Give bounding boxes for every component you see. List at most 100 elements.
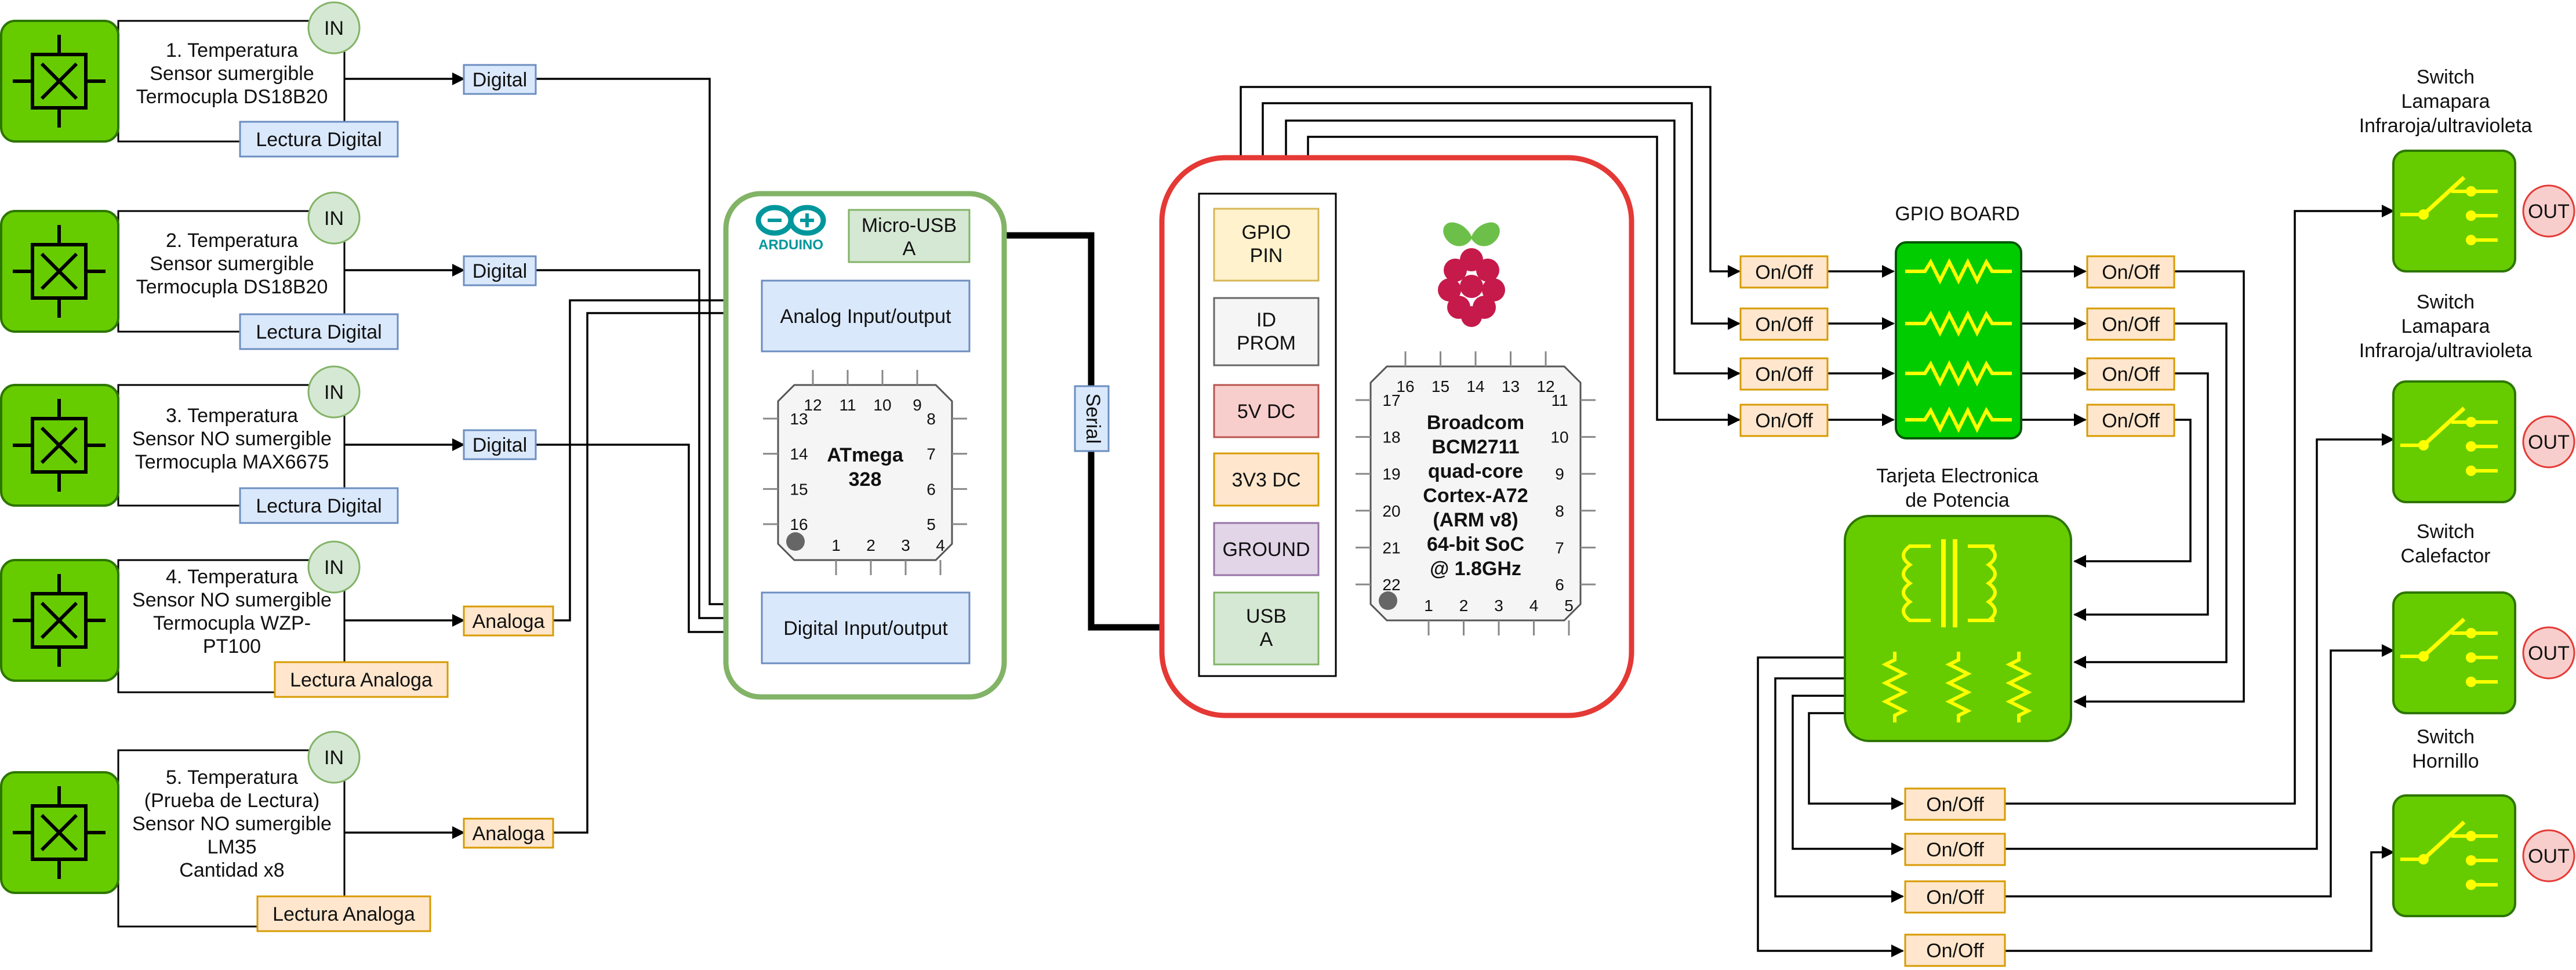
- switch-title-line: Infraroja/ultravioleta: [2359, 340, 2533, 362]
- sensor-text-line: Termocupla DS18B20: [136, 276, 328, 298]
- chip-pin-label: 2: [866, 536, 875, 554]
- sensor-icon: [0, 559, 119, 682]
- sensor-block-5: 5. Temperatura(Prueba de Lectura)Sensor …: [0, 731, 554, 932]
- chip-pin-label: 3: [901, 536, 910, 554]
- in-badge: IN: [307, 1, 361, 55]
- relay-input-label: On/Off: [1755, 261, 1813, 284]
- resistor-icon: [1905, 310, 2012, 337]
- reading-label: Lectura Analoga: [273, 903, 415, 925]
- sensor-text-line: 3. Temperatura: [166, 405, 298, 427]
- signal-box: [463, 818, 554, 849]
- resistor-icon: [2005, 652, 2032, 722]
- sensor-text-line: 4. Temperatura: [166, 566, 298, 588]
- signal-box: [463, 605, 554, 637]
- chip-pin-label: 8: [927, 410, 936, 428]
- micro-usb-label-1: Micro-USB: [862, 215, 957, 237]
- gpio-pin-label-2: PIN: [1250, 245, 1283, 267]
- chip-pin-label: 10: [873, 396, 891, 414]
- power-output-box: [1904, 933, 2006, 967]
- relay-boxes: On/OffOn/OffOn/OffOn/OffOn/OffOn/OffOn/O…: [1739, 255, 2175, 967]
- signal-box: [463, 429, 537, 460]
- power-card-title-1: Tarjeta Electronica: [1876, 465, 2039, 487]
- chip-pin-label: 20: [1382, 502, 1400, 520]
- chip-pin-label: 19: [1382, 465, 1400, 483]
- chip-pin-label: 6: [1555, 576, 1564, 594]
- relay-input-label: On/Off: [1755, 364, 1813, 386]
- reading-box: [239, 313, 399, 350]
- usb-a-label-2: A: [1260, 628, 1273, 651]
- power-output-box: [1904, 880, 2006, 914]
- connector-switch-2: [2005, 433, 2395, 850]
- connector-power-in-3: [2073, 372, 2209, 621]
- relay-input-box: [1739, 357, 1829, 391]
- chip-pin-label: 15: [790, 480, 808, 498]
- connector-power-in-4: [2073, 419, 2192, 568]
- out-badge-label: OUT: [2528, 845, 2570, 867]
- switch-icon-box: [2392, 150, 2516, 273]
- power-3v3-block: [1213, 452, 1320, 507]
- switch-icon-box: [2392, 794, 2516, 917]
- chip-pin1-dot: [1379, 591, 1397, 610]
- analog-io-label: Analog Input/output: [780, 306, 951, 328]
- out-badge: OUT: [2522, 184, 2575, 238]
- idprom-block: [1213, 297, 1320, 366]
- gpio-pin-block: [1213, 208, 1320, 282]
- in-badge-label: IN: [324, 17, 344, 39]
- resistor-icon: [1905, 406, 2012, 433]
- resistor-icon: [1881, 652, 1908, 722]
- chip-pin-label: 22: [1382, 576, 1400, 594]
- in-badge: IN: [307, 191, 361, 245]
- serial-label-box: Serial: [1074, 385, 1110, 452]
- arduino-board: ARDUINO Micro-USB A Analog Input/output …: [723, 191, 1007, 700]
- chip-label: 328: [849, 468, 882, 491]
- switch-title-line: Switch: [2417, 66, 2475, 88]
- chip-pin1-dot: [786, 532, 805, 551]
- gpio-board: [1895, 241, 2022, 439]
- switch-icon: [2400, 820, 2498, 890]
- connector-analog-2: [553, 307, 761, 834]
- chip-label: (ARM v8): [1433, 509, 1518, 531]
- chip-pin-label: 9: [1555, 465, 1564, 483]
- chip-pin-label: 9: [913, 396, 922, 414]
- chip-label: Broadcom: [1427, 412, 1524, 434]
- chip-body: [777, 384, 953, 561]
- gpio-pin-label-1: GPIO: [1241, 221, 1291, 244]
- sensor-text-line: Termocupla WZP-: [153, 612, 311, 634]
- in-badge-label: IN: [324, 747, 344, 769]
- power-output-label: On/Off: [1926, 794, 1984, 816]
- connector-power-out-4: [1757, 656, 1904, 957]
- chip-label: ATmega: [827, 444, 904, 466]
- chip-label: Cortex-A72: [1423, 485, 1528, 507]
- resistor-icon: [1905, 360, 2012, 387]
- sensor-text-line: 2. Temperatura: [166, 230, 298, 252]
- sensor-text-line: Sensor NO sumergible: [132, 813, 332, 835]
- reading-label: Lectura Digital: [256, 495, 382, 517]
- signal-label: Analoga: [473, 611, 545, 633]
- connector-switch-1: [2005, 205, 2395, 805]
- chip-pin-label: 4: [1529, 597, 1539, 615]
- idprom-label-1: ID: [1256, 309, 1276, 331]
- sensor-text-line: (Prueba de Lectura): [144, 790, 319, 812]
- serial-label: Serial: [1082, 394, 1104, 444]
- idprom-label-2: PROM: [1237, 332, 1296, 354]
- reading-box: [239, 121, 399, 158]
- switch-icon: [2400, 617, 2498, 687]
- sensor-text-line: 1. Temperatura: [166, 39, 298, 61]
- chip-pin-label: 18: [1382, 428, 1400, 446]
- connector-gpio-2: [1262, 102, 1741, 330]
- chip-pin-label: 17: [1382, 391, 1400, 409]
- power-5v-label: 5V DC: [1237, 401, 1295, 423]
- chip-pin-label: 15: [1431, 377, 1449, 395]
- out-badge: OUT: [2522, 415, 2575, 468]
- chip-pin-label: 7: [1555, 539, 1564, 557]
- connector-power-out-1: [1808, 712, 1904, 810]
- power-output-box: [1904, 833, 2006, 866]
- relay-output-label: On/Off: [2102, 364, 2160, 386]
- chip-pin-label: 1: [831, 536, 841, 554]
- relay-output-box: [2086, 307, 2175, 341]
- sensor-text-box: [117, 210, 346, 333]
